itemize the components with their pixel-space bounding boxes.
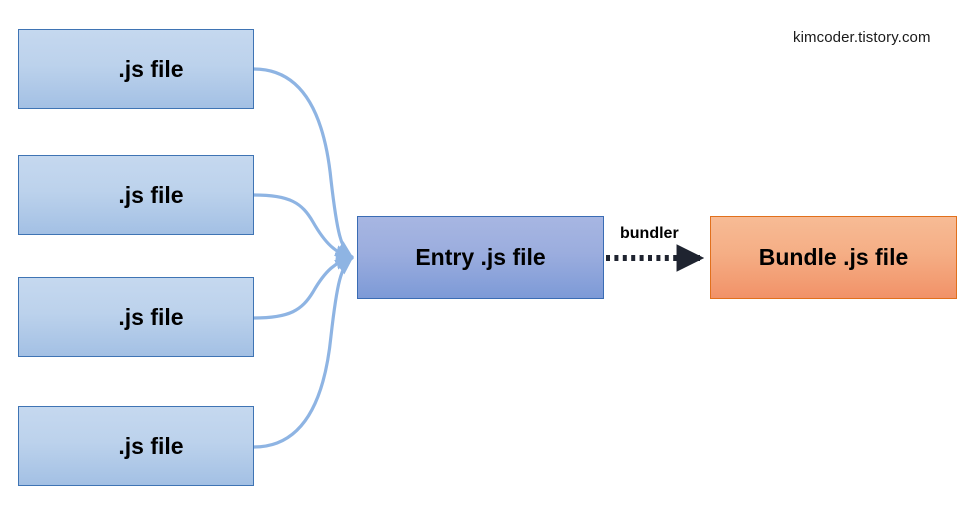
connector-curve-2 — [252, 193, 354, 263]
connector-curve-4 — [252, 256, 354, 449]
bundler-edge-label: bundler — [620, 225, 679, 242]
source-js-file-box-4[interactable]: .js file — [18, 406, 254, 486]
entry-js-file-box[interactable]: Entry .js file — [357, 216, 604, 299]
entry-js-file-label: Entry .js file — [415, 244, 546, 270]
watermark: kimcoder.tistory.com — [793, 29, 931, 46]
source-js-file-label-1: .js file — [118, 55, 184, 82]
connector-curve-3 — [252, 252, 354, 320]
bundle-js-file-label: Bundle .js file — [758, 244, 909, 270]
bundle-js-file-box[interactable]: Bundle .js file — [710, 216, 957, 299]
source-js-file-label-2: .js file — [118, 181, 184, 208]
source-js-file-box-3[interactable]: .js file — [18, 277, 254, 357]
source-js-file-label-4: .js file — [118, 432, 184, 459]
connector-curve-1 — [252, 67, 354, 259]
source-js-file-label-3: .js file — [118, 303, 184, 330]
source-js-file-box-1[interactable]: .js file — [18, 29, 254, 109]
source-js-file-box-2[interactable]: .js file — [18, 155, 254, 235]
